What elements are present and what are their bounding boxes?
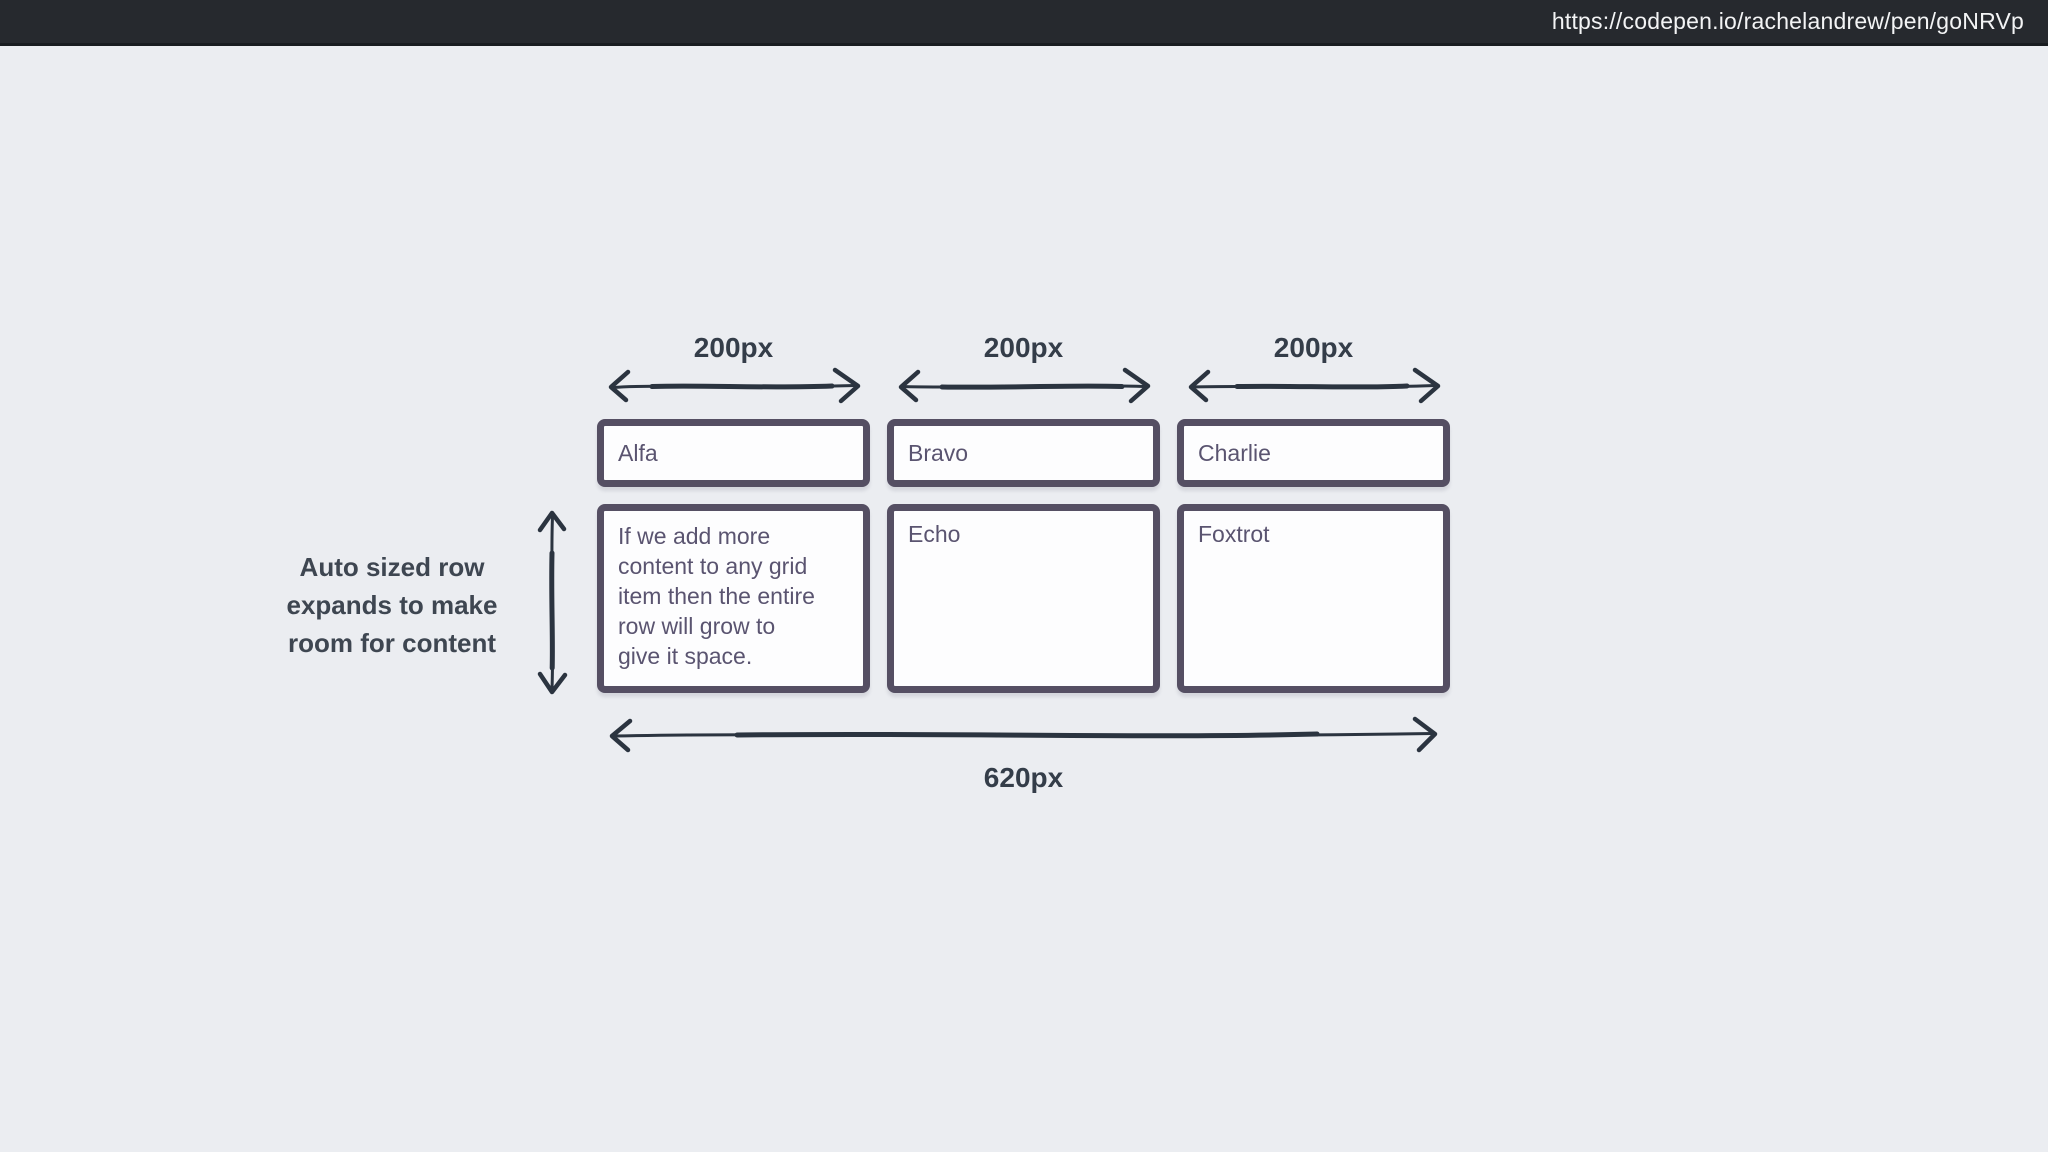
browser-url-bar[interactable]: https://codepen.io/rachelandrew/pen/goNR… (0, 0, 2048, 46)
grid-item-label: Alfa (618, 439, 658, 466)
auto-row-annotation: Auto sized row expands to make room for … (286, 552, 498, 658)
column-width-dimension-2: 200px (887, 332, 1160, 406)
page-url[interactable]: https://codepen.io/rachelandrew/pen/goNR… (1551, 8, 2024, 34)
column-width-arrow-icon (608, 367, 861, 404)
grid-item-delta-paragraph: If we add more content to any grid item … (597, 504, 870, 693)
grid-item-paragraph: If we add more content to any grid item … (618, 523, 815, 669)
grid-item-echo: Echo (887, 504, 1160, 693)
column-width-arrow-icon (898, 367, 1151, 404)
grid-item-label: Bravo (908, 439, 969, 466)
column-width-label-3: 200px (1273, 332, 1354, 363)
grid-item-charlie: Charlie (1177, 419, 1450, 487)
total-width-label: 620px (983, 762, 1064, 793)
grid-item-alfa: Alfa (597, 419, 870, 487)
column-width-label-2: 200px (983, 332, 1064, 363)
total-width-arrow-icon (609, 716, 1438, 753)
column-width-arrow-icon (1188, 367, 1441, 404)
grid-item-bravo: Bravo (887, 419, 1160, 487)
row-height-arrow-icon (537, 510, 568, 695)
column-width-label-1: 200px (693, 332, 774, 363)
grid-item-label: Echo (908, 521, 961, 547)
column-width-dimension-1: 200px (597, 332, 870, 406)
column-width-dimension-3: 200px (1177, 332, 1450, 406)
grid-item-label: Charlie (1198, 439, 1271, 466)
grid-item-foxtrot: Foxtrot (1177, 504, 1450, 693)
grid-item-label: Foxtrot (1198, 521, 1270, 547)
